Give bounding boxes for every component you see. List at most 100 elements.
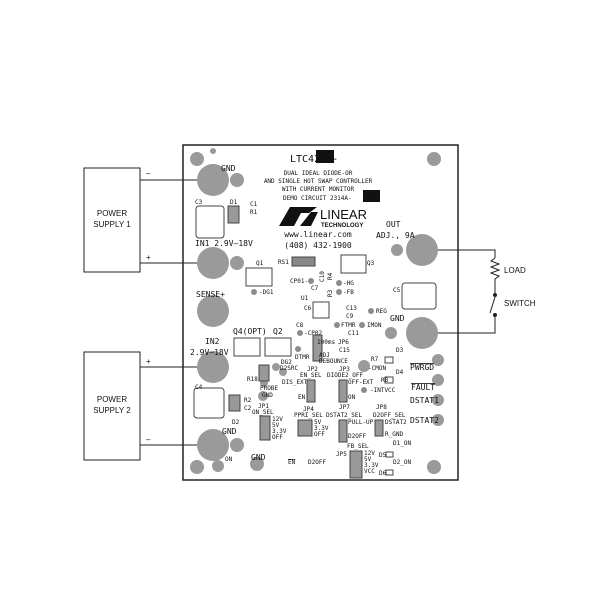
label-out-rating: ADJ., 9A	[376, 231, 415, 240]
board-header: LTC4236- DUAL IDEAL DIODE-OR AND SINGLE …	[264, 154, 373, 250]
terminals	[190, 148, 444, 474]
label-adj: ADJ	[319, 352, 330, 359]
label-dstat1: DSTAT1	[410, 396, 439, 405]
label-gnd-bottom: GND	[222, 427, 237, 436]
label-reg: REG	[376, 308, 387, 315]
label-jp8: JP8	[376, 404, 387, 411]
label-fb: -FB	[343, 289, 354, 296]
label-dstat2-sel: DSTAT2_SEL	[326, 412, 363, 419]
label-r18: R18	[247, 376, 258, 383]
label-cmon: -CMON	[368, 365, 386, 372]
label-cp01: CP01-	[290, 278, 308, 285]
label-imon: IMON	[367, 322, 382, 329]
label-c1: C1	[250, 201, 258, 208]
label-dis-ext: DIS_EXT	[282, 379, 308, 386]
label-rs1: RS1	[278, 259, 289, 266]
label-jp6: JP6	[338, 339, 349, 346]
components	[193, 205, 437, 479]
label-hg: -HG	[343, 280, 354, 287]
terminal-labels: GND IN1 2.9V–18V SENSE+ IN2 2.9V–18V GND…	[190, 164, 439, 466]
terminal-out	[406, 234, 438, 266]
label-c8: C8	[296, 322, 304, 329]
label-0: 12V	[364, 450, 375, 457]
part-suffix-box	[316, 150, 334, 163]
label-d2-on: D2_ON	[393, 459, 411, 466]
test-points	[251, 278, 374, 393]
jumper-options: 12V 5V 3.3V OFF 5V 3.3V OFF 12V 5V 3.3V …	[272, 416, 379, 475]
label-in2-range: 2.9V–18V	[190, 348, 229, 357]
label-r7: R7	[371, 356, 379, 363]
label-in2: IN2	[205, 337, 220, 346]
label-c6: C6	[304, 305, 312, 312]
label-c9: C9	[346, 313, 354, 320]
label-diode2-off: DIODE2_OFF	[327, 372, 364, 379]
ps2-label: POWER	[97, 395, 127, 404]
label-jp2: JP2	[307, 366, 318, 373]
terminal-in1	[197, 247, 229, 279]
label-fb-sel: FB_SEL	[347, 443, 369, 450]
label-off-ext: OFF-EXT	[348, 379, 374, 386]
label-dg2: DG2	[281, 359, 292, 366]
switch-icon	[489, 296, 496, 314]
power-supply-1: POWER SUPPLY 1 – +	[83, 167, 213, 273]
label-jp5: JP5	[336, 451, 347, 458]
label-on: ON	[348, 394, 356, 401]
label-dtmr: DTMR	[295, 354, 310, 361]
label-probe-gnd: GND	[262, 392, 273, 399]
ps1-plus: +	[146, 253, 151, 262]
label-1: 5V	[272, 422, 280, 429]
label-en: EN	[288, 459, 296, 466]
label-3: VCC	[364, 468, 375, 475]
label-r1: R1	[250, 209, 258, 216]
label-jp4: JP4	[303, 406, 314, 413]
label-pullup: PULL-UP	[348, 419, 374, 426]
terminal-in2	[197, 351, 229, 383]
label-out: OUT	[386, 220, 401, 229]
url: www.linear.com	[284, 230, 352, 239]
label-d2off: D2OFF	[308, 459, 326, 466]
label-jp7: JP7	[339, 404, 350, 411]
label-d1: D1	[230, 199, 238, 206]
label-1: 5V	[364, 456, 372, 463]
ps2-minus: –	[146, 435, 151, 444]
power-supply-2: POWER SUPPLY 2 + –	[83, 351, 213, 461]
label-d6: D6	[379, 470, 387, 477]
label-q1: Q1	[256, 260, 264, 267]
label-3: OFF	[272, 434, 283, 441]
label-c11: C11	[348, 330, 359, 337]
ps2-label2: SUPPLY 2	[93, 406, 131, 415]
label-sense: SENSE+	[196, 290, 225, 299]
label-gnd-b2: GND	[251, 453, 266, 462]
label-c2: C2	[244, 405, 252, 412]
label-d2src: D2SRC	[280, 365, 298, 372]
label-d2off-sel: D2OFF_SEL	[373, 412, 406, 419]
label-demo: DEMO CIRCUIT 2314A-	[283, 195, 352, 202]
label-line3: WITH CURRENT MONITOR	[282, 186, 355, 193]
terminal-gnd-bottom	[197, 429, 229, 461]
label-d4: D4	[396, 369, 404, 376]
label-ppri-sel: PPRI_SEL	[294, 412, 323, 419]
ps1-label: POWER	[97, 209, 127, 218]
label-jp1: JP1	[258, 403, 269, 410]
label-r2: R2	[244, 397, 252, 404]
ps1-label2: SUPPLY 1	[93, 220, 131, 229]
label-gnd-top: GND	[221, 164, 236, 173]
label-2: OFF	[314, 431, 325, 438]
label-ms100: 100ms	[317, 339, 335, 346]
label-q2: Q2	[273, 327, 283, 336]
label-gnd-out: GND	[390, 314, 405, 323]
ps1-minus: –	[146, 169, 151, 178]
label-on-sel: ON_SEL	[252, 409, 274, 416]
terminal-gnd-out	[406, 317, 438, 349]
label-r-gnd: R_GND	[385, 431, 403, 438]
label-q4: Q4(OPT)	[233, 327, 267, 336]
label-line2: AND SINGLE HOT SWAP CONTROLLER	[264, 178, 373, 185]
phone: (408) 432-1900	[284, 241, 352, 250]
label-fault: FAULT	[411, 383, 435, 392]
ps2-plus: +	[146, 357, 151, 366]
terminal-sense	[197, 295, 229, 327]
label-c15: C15	[339, 347, 350, 354]
label-en-sel: EN_SEL	[300, 372, 322, 379]
label-r4: R4	[327, 272, 334, 280]
